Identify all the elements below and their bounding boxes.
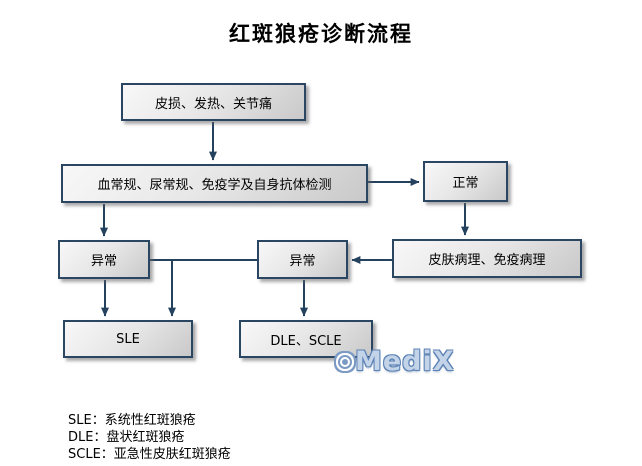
node-sle: SLE — [63, 320, 193, 358]
legend-line-dle: DLE：盘状红斑狼疮 — [68, 430, 185, 445]
node-normal: 正常 — [423, 161, 508, 202]
node-dle-scle-label: DLE、SCLE — [270, 333, 342, 349]
watermark-text: MediX — [355, 346, 455, 377]
watermark: MediX — [334, 346, 455, 377]
node-dle-scle: DLE、SCLE — [239, 320, 373, 358]
node-sle-label: SLE — [116, 331, 140, 347]
node-lab-tests-label: 血常规、尿常规、免疫学及自身抗体检测 — [97, 178, 332, 193]
node-symptoms: 皮损、发热、关节痛 — [121, 83, 306, 121]
node-abnormal-mid-label: 异常 — [289, 254, 316, 269]
legend-line-scle: SCLE：亚急性皮肤红斑狼疮 — [68, 447, 231, 462]
node-symptoms-label: 皮损、发热、关节痛 — [154, 96, 272, 112]
node-abnormal-mid: 异常 — [257, 240, 348, 279]
watermark-at-icon — [342, 358, 348, 365]
page-title: 红斑狼疮诊断流程 — [229, 22, 413, 46]
legend: SLE：系统性红斑狼疮 DLE：盘状红斑狼疮 SCLE：亚急性皮肤红斑狼疮 — [68, 412, 231, 463]
node-normal-label: 正常 — [452, 176, 479, 191]
legend-line-sle: SLE：系统性红斑狼疮 — [68, 413, 196, 428]
node-pathology-label: 皮肤病理、免疫病理 — [428, 253, 546, 268]
node-abnormal-left-label: 异常 — [90, 254, 117, 269]
node-lab-tests: 血常规、尿常规、免疫学及自身抗体检测 — [61, 164, 368, 203]
node-pathology: 皮肤病理、免疫病理 — [392, 239, 582, 278]
node-abnormal-left: 异常 — [58, 240, 150, 279]
